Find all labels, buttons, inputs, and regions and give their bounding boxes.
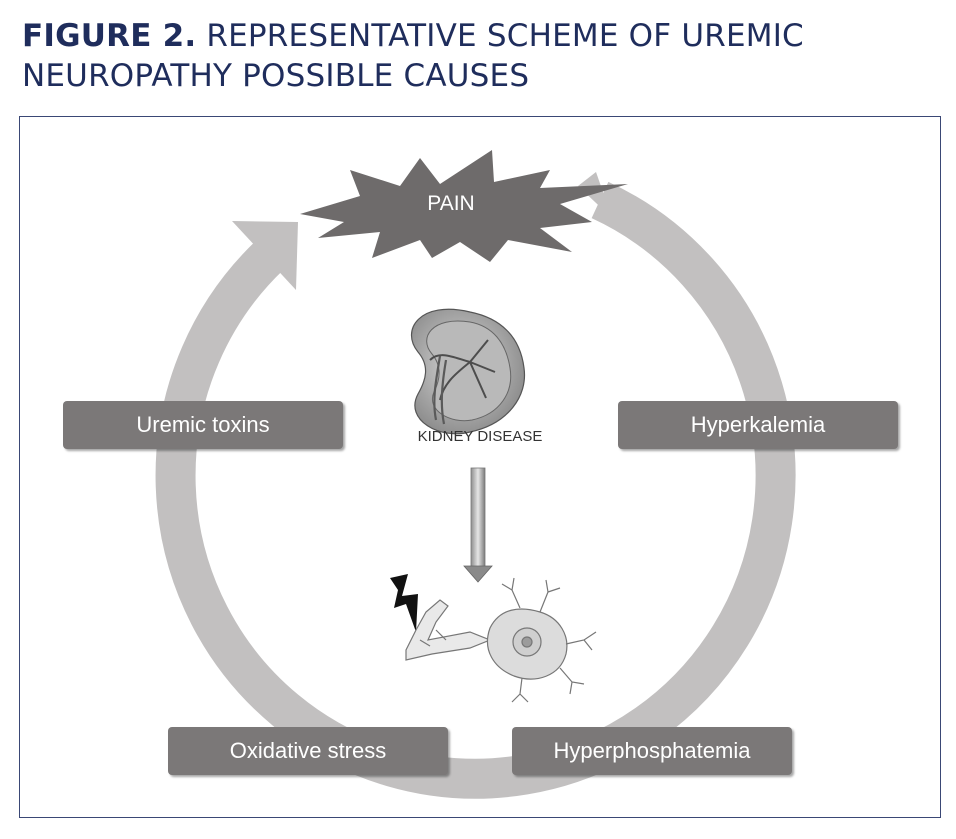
cause-label: Hyperkalemia <box>690 412 826 437</box>
figure-title: FIGURE 2. REPRESENTATIVE SCHEME OF UREMI… <box>22 16 922 96</box>
cause-label: Oxidative stress <box>229 738 387 763</box>
figure-title-line2: NEUROPATHY POSSIBLE CAUSES <box>22 58 530 94</box>
pain-burst-icon <box>300 150 628 262</box>
pain-label: PAIN <box>427 192 475 215</box>
lightning-icon <box>390 574 418 632</box>
down-arrow-icon <box>463 467 493 583</box>
cause-label: Hyperphosphatemia <box>553 738 751 763</box>
cause-box-hyperphosphatemia: Hyperphosphatemia <box>512 727 792 775</box>
figure-title-line1: REPRESENTATIVE SCHEME OF UREMIC <box>206 18 804 54</box>
cause-box-uremic-toxins: Uremic toxins <box>63 401 343 449</box>
cause-label: Uremic toxins <box>136 412 270 437</box>
cause-box-oxidative-stress: Oxidative stress <box>168 727 448 775</box>
cycle-arrowhead-right-icon <box>578 172 612 218</box>
kidney-icon <box>410 308 526 435</box>
kidney-disease-label: KIDNEY DISEASE <box>417 428 543 445</box>
cause-box-hyperkalemia: Hyperkalemia <box>618 401 898 449</box>
neuron-icon <box>405 577 597 703</box>
figure-label: FIGURE 2. <box>22 18 197 54</box>
cycle-arrowhead-left-icon <box>232 221 298 290</box>
